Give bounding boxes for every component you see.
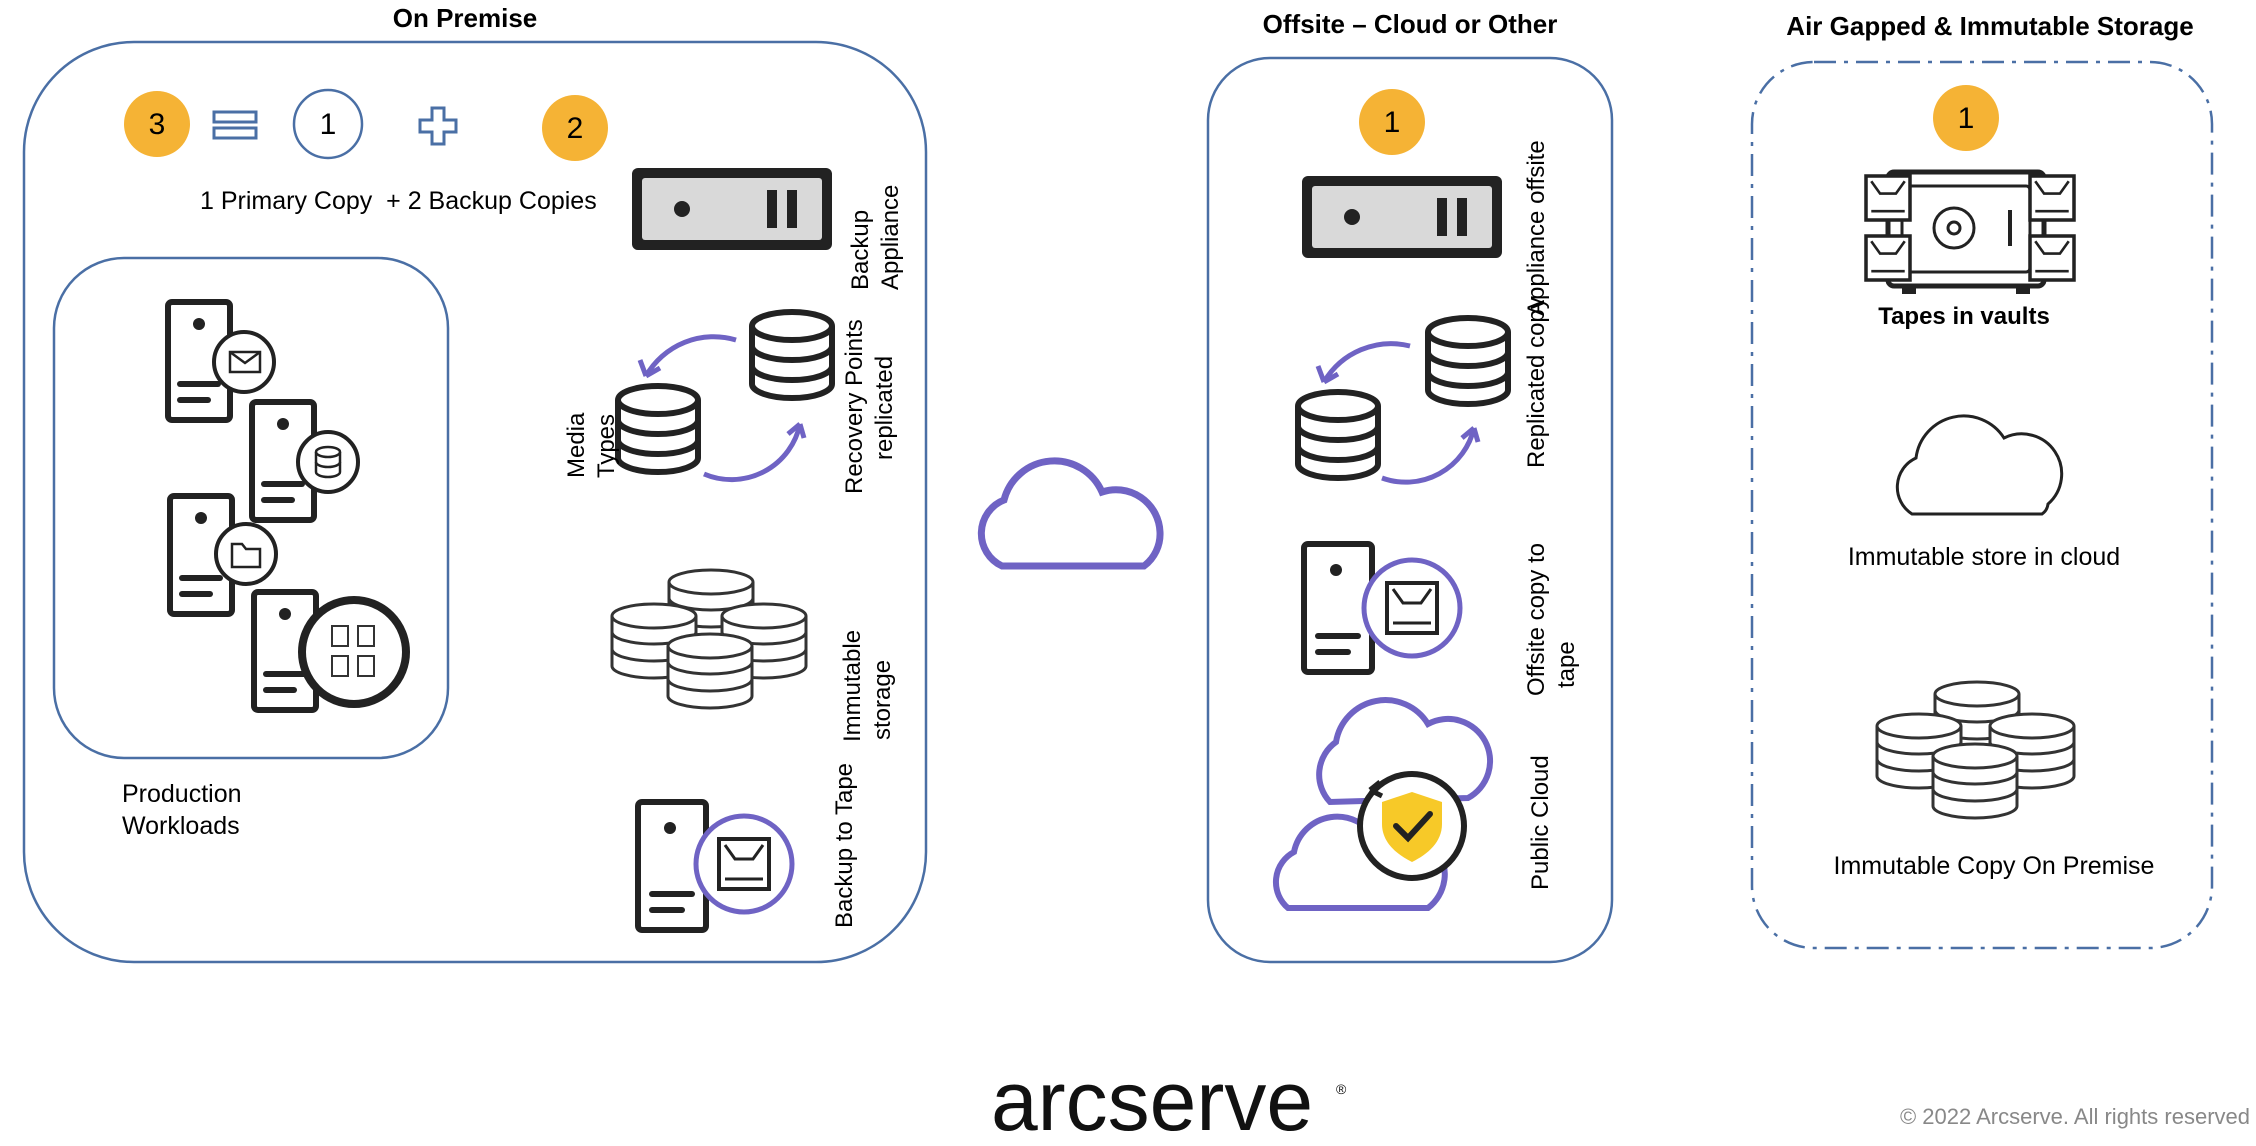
production-label-line2: Workloads bbox=[122, 812, 240, 840]
svg-text:1: 1 bbox=[320, 108, 337, 141]
appliance-offsite-icon bbox=[1302, 176, 1502, 258]
on-premise-frame bbox=[22, 40, 928, 964]
recovery-points-label-2: replicated bbox=[871, 356, 898, 460]
air-gapped-frame bbox=[1750, 60, 2214, 950]
backup-to-tape-icon bbox=[635, 799, 795, 933]
server-folder bbox=[170, 496, 278, 614]
lan-wan-cloud-icon bbox=[977, 457, 1164, 570]
copies-caption: 1 Primary Copy + 2 Backup Copies bbox=[200, 187, 597, 215]
offsite-tape-label-1: Offsite copy to bbox=[1523, 543, 1550, 696]
folder-icon bbox=[230, 542, 262, 569]
rule-badge-1: 1 bbox=[292, 88, 364, 160]
tapes-in-vaults-label: Tapes in vaults bbox=[1878, 303, 2050, 330]
offsite-tape-label-2: tape bbox=[1553, 641, 1580, 688]
database-mini-icon bbox=[314, 445, 342, 479]
backup-appliance-icon bbox=[632, 168, 832, 250]
svg-text:3: 3 bbox=[149, 108, 166, 141]
apps-grid-icon bbox=[331, 625, 375, 677]
production-label-line1: Production bbox=[122, 780, 242, 808]
server-apps bbox=[254, 592, 410, 710]
on-premise-title: On Premise bbox=[393, 3, 538, 33]
recovery-points-label-1: Recovery Points bbox=[841, 319, 868, 494]
offsite-title: Offsite – Cloud or Other bbox=[1263, 9, 1558, 39]
public-cloud-label: Public Cloud bbox=[1527, 755, 1554, 890]
svg-text:2: 2 bbox=[567, 112, 584, 145]
registered-mark: ® bbox=[1336, 1081, 1347, 1097]
rule-badge-3: 3 bbox=[124, 91, 190, 157]
copyright-text: © 2022 Arcserve. All rights reserved bbox=[1900, 1104, 2250, 1129]
arcserve-logo: arcserve bbox=[991, 1054, 1313, 1146]
public-cloud-icon bbox=[1272, 697, 1493, 911]
replicated-copy-label: Replicated copy bbox=[1523, 297, 1550, 468]
backup-appliance-label-1: Backup bbox=[847, 210, 874, 290]
media-types-label-2: Types bbox=[593, 414, 620, 478]
backup-appliance-label-2: Appliance bbox=[877, 185, 904, 290]
svg-text:1: 1 bbox=[1958, 102, 1975, 135]
equals-icon bbox=[212, 110, 258, 140]
immutable-storage-icon bbox=[610, 568, 808, 710]
server-mail bbox=[168, 302, 276, 420]
offsite-tape-icon bbox=[1301, 541, 1463, 675]
replication-icon bbox=[618, 312, 832, 483]
air-gapped-title: Air Gapped & Immutable Storage bbox=[1786, 11, 2193, 41]
immutable-cloud-icon bbox=[1895, 414, 2064, 516]
immutable-on-premise-label: Immutable Copy On Premise bbox=[1834, 852, 2155, 880]
tape-vault-icon bbox=[1864, 169, 2076, 294]
immutable-cloud-label: Immutable store in cloud bbox=[1848, 543, 2120, 571]
server-database bbox=[252, 402, 360, 520]
air-gapped-count-badge: 1 bbox=[1933, 85, 1999, 151]
mail-icon bbox=[228, 350, 262, 374]
immutable-storage-label-2: storage bbox=[869, 660, 896, 740]
plus-icon bbox=[418, 106, 458, 146]
backup-to-tape-label: Backup to Tape bbox=[831, 763, 858, 928]
immutable-on-premise-icon bbox=[1875, 680, 2076, 820]
svg-text:1: 1 bbox=[1384, 106, 1401, 139]
offsite-count-badge: 1 bbox=[1359, 89, 1425, 155]
production-workloads-frame bbox=[52, 256, 450, 760]
media-types-label-1: Media bbox=[563, 412, 590, 478]
appliance-offsite-label: Appliance offsite bbox=[1523, 140, 1550, 316]
offsite-frame bbox=[1206, 56, 1614, 964]
immutable-storage-label-1: Immutable bbox=[839, 630, 866, 742]
replicated-copy-icon bbox=[1298, 318, 1508, 485]
check-icon bbox=[1393, 811, 1433, 843]
shield-icon bbox=[1382, 792, 1442, 862]
rule-badge-2: 2 bbox=[542, 95, 608, 161]
